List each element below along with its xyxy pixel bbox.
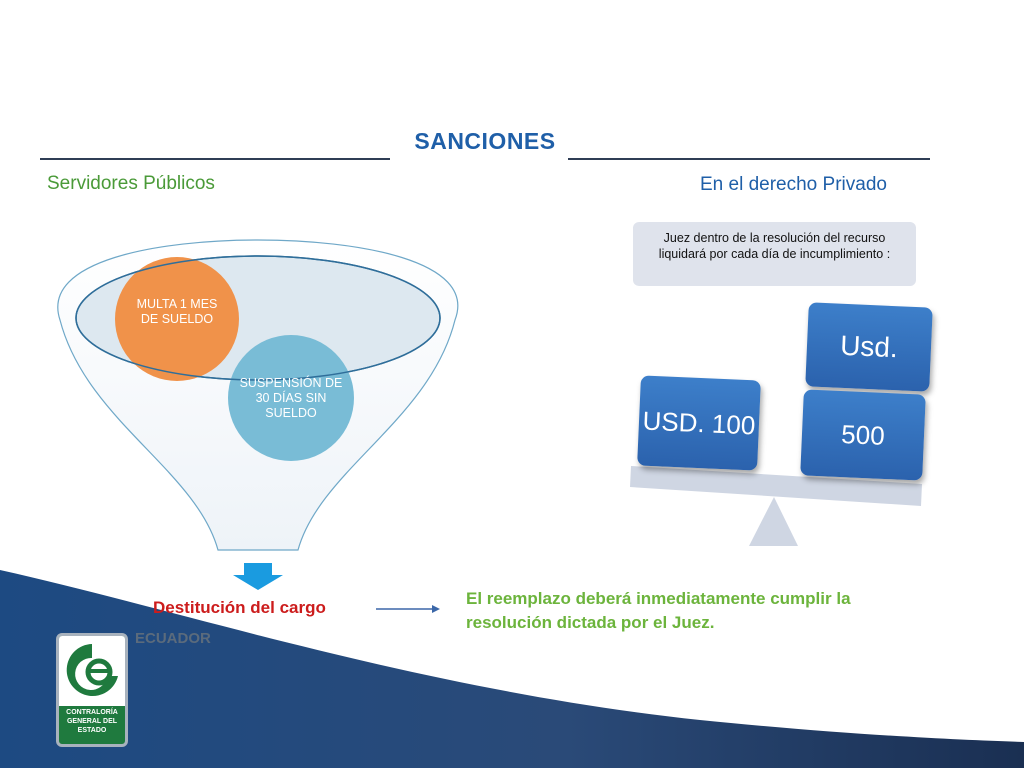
suspension-circle	[228, 335, 354, 461]
usd-block: Usd.	[805, 302, 933, 392]
left-section-heading: Servidores Públicos	[47, 173, 215, 194]
judge-note-box: Juez dentro de la resolución del recurso…	[633, 222, 916, 286]
down-arrow-icon	[233, 563, 283, 590]
logo-mark	[59, 636, 125, 706]
amount-500-block: 500	[800, 389, 926, 481]
multa-label: MULTA 1 MES DE SUELDO	[136, 297, 218, 326]
page-title: SANCIONES	[414, 128, 556, 154]
title-rule-right	[568, 158, 930, 160]
usd-100-block: USD. 100	[637, 375, 761, 471]
right-section-heading: En el derecho Privado	[700, 174, 887, 195]
consequence-text: El reemplazo deberá inmediatamente cumpl…	[466, 589, 851, 632]
destitucion-text: Destitución del cargo	[153, 598, 326, 617]
suspension-label: SUSPENSIÓN DE 30 DÍAS SIN SUELDO	[239, 376, 343, 420]
seesaw-plank	[630, 466, 922, 506]
seesaw-fulcrum-icon	[749, 497, 798, 546]
footer-wave	[0, 570, 1024, 768]
title-rule-left	[40, 158, 390, 160]
multa-circle	[115, 257, 239, 381]
contraloria-logo-icon: CONTRALORÍA GENERAL DEL ESTADO	[56, 633, 128, 747]
logo-text: CONTRALORÍA GENERAL DEL ESTADO	[66, 709, 118, 734]
ecuador-vertical-text: ECUADOR	[135, 630, 211, 648]
